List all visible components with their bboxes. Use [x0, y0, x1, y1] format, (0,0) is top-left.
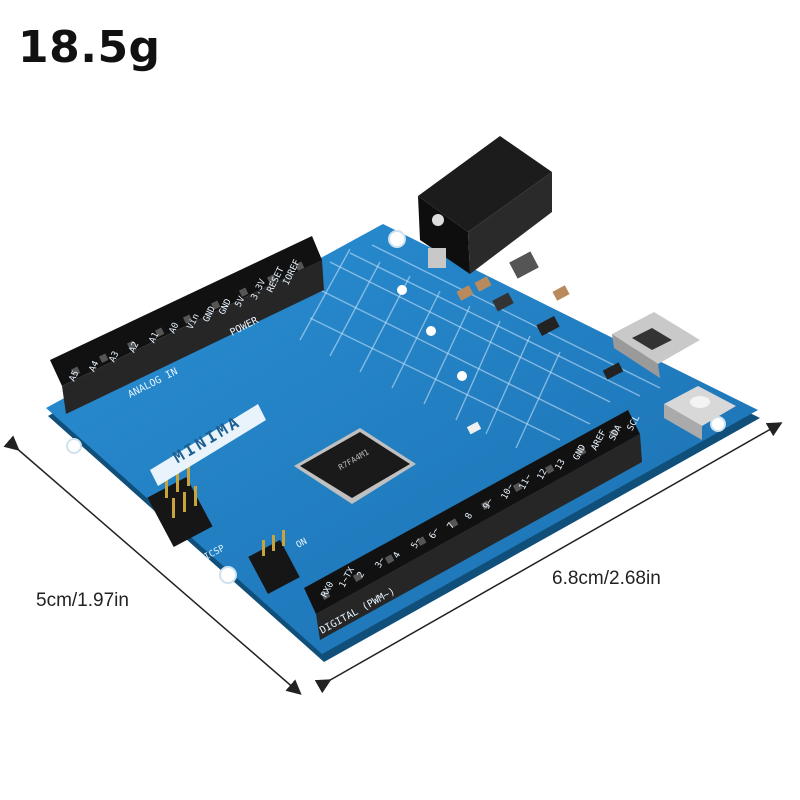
digital-pin-label-13: 13: [554, 458, 568, 472]
digital-pin-label-5: 5~: [410, 536, 424, 551]
digital-pin-label-8: 8: [464, 512, 475, 521]
pcb-board: [46, 224, 760, 662]
reset-button: [664, 386, 736, 440]
digital-pin-label-9: 9~: [482, 496, 496, 511]
weight-label: 18.5g: [18, 22, 161, 73]
dc-power-jack: [418, 136, 552, 274]
analog-pin-label-0: A5: [68, 369, 82, 383]
length-dimension-arrow: [314, 422, 783, 694]
power-pin-label-3: 5V: [234, 294, 248, 309]
small-components: [456, 251, 624, 435]
icsp-header: [147, 466, 300, 594]
analog-pin-label-1: A4: [88, 360, 102, 374]
analog-pin-label-4: A1: [148, 331, 162, 345]
analog-pin-label-3: A2: [128, 340, 142, 354]
digital-header: [304, 410, 642, 640]
analog-pin-label-5: A0: [168, 321, 182, 335]
on-label: ON: [295, 537, 309, 551]
analog-pin-label-2: A3: [108, 350, 122, 364]
usb-c-port: [612, 312, 700, 378]
digital-pin-label-3: 3~: [374, 555, 388, 570]
microcontroller-chip: R7FA4M1: [294, 428, 416, 504]
digital-pin-label-7: 7: [446, 521, 457, 530]
analog-power-header: [50, 236, 324, 414]
digital-pin-label-6: 6~: [428, 526, 442, 541]
digital-pin-label-4: 4: [392, 551, 403, 560]
digital-pin-label-12: 12: [536, 468, 550, 482]
width-dimension-arrow: [3, 435, 302, 695]
digital-pin-label-2: 2: [356, 570, 367, 579]
